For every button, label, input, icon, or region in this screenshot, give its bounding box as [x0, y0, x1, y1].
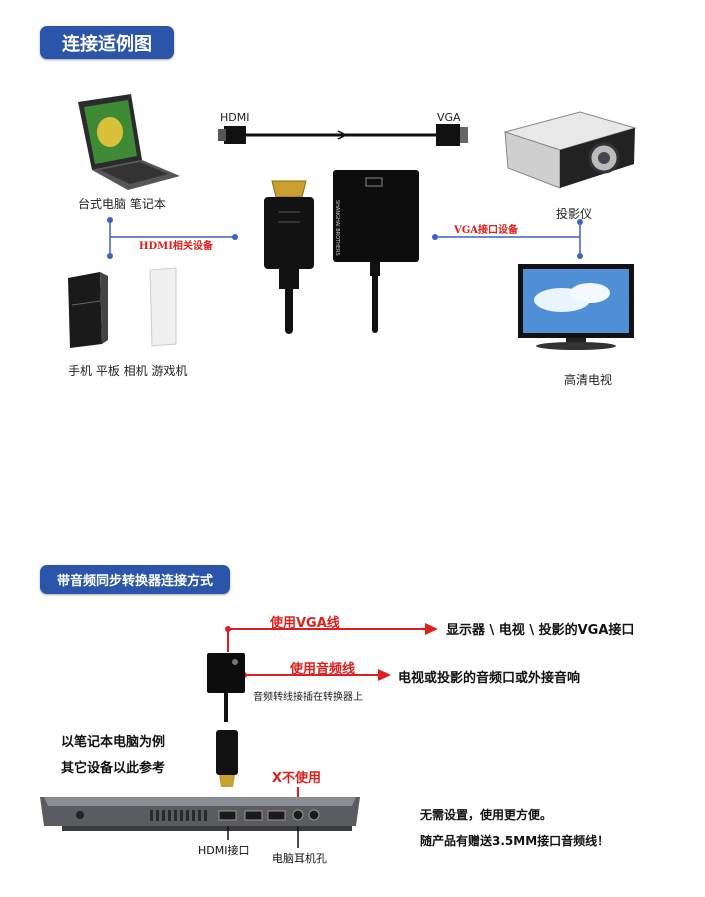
vga-target-label: 显示器 \ 电视 \ 投影的VGA接口 [446, 623, 635, 638]
headphone-port-label: 电脑耳机孔 [272, 852, 327, 865]
laptop-label: 台式电脑 笔记本 [78, 197, 166, 211]
mobile-devices-label: 手机 平板 相机 游戏机 [68, 364, 188, 378]
section1-title: 连接适例图 [40, 26, 174, 59]
vga-cable-line [225, 623, 438, 652]
hdmi-vga-cable [218, 124, 468, 146]
example-line2: 其它设备以此参考 [61, 761, 166, 776]
laptop-image [78, 94, 180, 190]
vga-devices-label: VGA接口设备 [454, 225, 519, 236]
projector-image [503, 111, 637, 189]
audio-target-label: 电视或投影的音频口或外接音响 [398, 671, 581, 686]
audio-note-label: 音频转线接插在转换器上 [253, 692, 363, 703]
x-not-used-label: X不使用 [272, 771, 322, 786]
adapter-brand-text: SHANGHAI BROTHERS [334, 200, 340, 256]
hdmi-cable-label: HDMI [220, 111, 250, 124]
use-vga-cable-label: 使用VGA线 [270, 616, 340, 631]
note-line2: 随产品有赠送3.5MM接口音频线！ [420, 834, 610, 848]
note-line1: 无需设置，使用更方便。 [420, 808, 553, 822]
vga-connector-lines [432, 219, 583, 259]
tv-label: 高清电视 [564, 373, 613, 387]
small-adapter-image [207, 653, 245, 722]
hdmi-devices-label: HDMI相关设备 [139, 241, 213, 252]
adapter-image [333, 170, 419, 333]
example-line1: 以笔记本电脑为例 [61, 735, 166, 750]
hdmi-connector-lines [107, 217, 238, 259]
hdmi-port-label: HDMI接口 [198, 844, 250, 857]
mobile-devices-image [68, 267, 177, 348]
use-audio-cable-label: 使用音频线 [290, 662, 356, 677]
section2-title: 带音频同步转换器连接方式 [40, 565, 230, 594]
projector-label: 投影仪 [556, 207, 593, 221]
laptop-side-image [40, 797, 360, 848]
vga-cable-label: VGA [437, 111, 461, 124]
tv-image [518, 264, 634, 350]
hdmi-plug-image [264, 180, 314, 334]
small-hdmi-plug-image [216, 730, 238, 787]
